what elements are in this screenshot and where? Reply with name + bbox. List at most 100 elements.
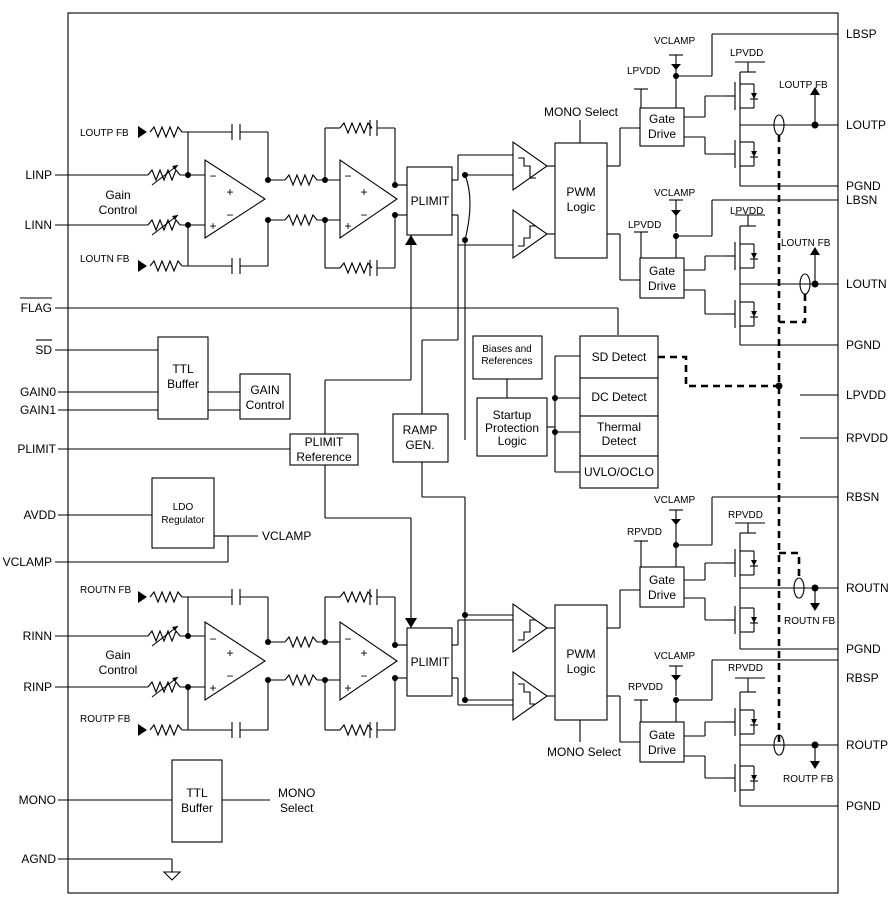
label-loutn-fb: LOUTN FB — [80, 254, 130, 265]
pwm-right-1: PWM — [566, 647, 595, 661]
rpvdd-gate-4: RPVDD — [628, 682, 663, 693]
vclamp-1: VCLAMP — [654, 36, 695, 47]
gate-drive-1a: Gate — [649, 112, 675, 126]
loutp-fb-out: LOUTP FB — [779, 80, 828, 91]
vclamp-4: VCLAMP — [654, 651, 695, 662]
pin-agnd: AGND — [21, 852, 56, 866]
startup-3: Logic — [498, 434, 527, 448]
pwm-left-2: Logic — [567, 200, 596, 214]
ttl-buffer-bottom-2: Buffer — [181, 801, 213, 815]
right-input-stage — [138, 589, 407, 738]
output-stage-rbsn — [634, 496, 838, 650]
input-stage-labels: LOUTP FB LOUTN FB ROUTN FB ROUTP FB Gain… — [80, 128, 368, 725]
pin-rinp: RINP — [23, 680, 52, 694]
plimit-ref-1: PLIMIT — [305, 435, 344, 449]
left-pin-labels: LINP LINN FLAG SD GAIN0 GAIN1 PLIMIT AVD… — [3, 168, 57, 866]
left-input-stage — [138, 120, 407, 276]
ldo-vclamp-label: VCLAMP — [262, 529, 311, 543]
startup-2: Protection — [485, 421, 539, 435]
ramp-gen-2: GEN. — [405, 438, 434, 452]
rpvdd-fet-3: RPVDD — [728, 510, 763, 521]
opamp-minus-3: − — [344, 169, 351, 183]
loutn-fb-out: LOUTN FB — [781, 238, 831, 249]
rpvdd-fet-4: RPVDD — [728, 663, 763, 674]
pin-pgnd-2: PGND — [846, 338, 881, 352]
mono-select-buffer-1: MONO — [278, 786, 315, 800]
left-pin-lines — [55, 174, 618, 881]
opamp-minus-4: − — [360, 208, 367, 222]
output-stage-lbsn — [634, 199, 838, 346]
label-gain-control-left-1: Gain — [105, 188, 130, 202]
ttl-buffer-bottom-1: TTL — [186, 786, 208, 800]
mono-select-top: MONO Select — [544, 105, 619, 119]
opamp-plus-7: + — [360, 646, 367, 660]
opamp-minus-6: − — [226, 669, 233, 683]
left-modulator — [406, 120, 640, 440]
pin-sd: SD — [35, 343, 52, 357]
pin-rpvdd: RPVDD — [846, 431, 888, 445]
thermal-1: Thermal — [597, 420, 641, 434]
thermal-2: Detect — [602, 434, 637, 448]
opamp-minus-2: − — [226, 208, 233, 222]
label-gain-control-right-1: Gain — [105, 648, 130, 662]
gate-drive-4b: Drive — [648, 743, 676, 757]
output-stage-lbsp — [634, 33, 838, 187]
pin-routn: ROUTN — [846, 581, 889, 595]
pin-rbsn: RBSN — [846, 490, 879, 504]
right-modulator — [406, 497, 640, 743]
ramp-gen-1: RAMP — [403, 423, 438, 437]
pin-pgnd-4: PGND — [846, 799, 881, 813]
ttl-buffer-top-1: TTL — [172, 362, 194, 376]
pin-rinn: RINN — [23, 629, 52, 643]
opamp-plus-3: + — [360, 185, 367, 199]
plimit-right: PLIMIT — [411, 655, 450, 669]
pin-loutp: LOUTP — [846, 118, 886, 132]
sd-detect: SD Detect — [592, 350, 647, 364]
pin-linp: LINP — [25, 168, 52, 182]
pin-mono: MONO — [19, 793, 56, 807]
pin-linn: LINN — [25, 218, 52, 232]
uvlo-oclo: UVLO/OCLO — [584, 465, 654, 479]
opamp-plus-5: + — [226, 646, 233, 660]
pin-flag: FLAG — [21, 301, 52, 315]
pin-gain1: GAIN1 — [20, 403, 56, 417]
vclamp-3: VCLAMP — [654, 495, 695, 506]
rpvdd-gate-3: RPVDD — [627, 527, 662, 538]
pin-lpvdd: LPVDD — [846, 388, 886, 402]
gain-control-block-2: Control — [246, 398, 285, 412]
pwm-right-2: Logic — [567, 662, 596, 676]
pin-lbsn: LBSN — [846, 193, 877, 207]
chip-outline — [67, 12, 839, 894]
pin-pgnd-1: PGND — [846, 179, 881, 193]
label-routn-fb: ROUTN FB — [80, 585, 131, 596]
gate-drive-3a: Gate — [649, 573, 675, 587]
pin-vclamp: VCLAMP — [3, 555, 52, 569]
plimit-ref-2: Reference — [296, 450, 352, 464]
biases-2: References — [481, 356, 532, 367]
opamp-plus-2: + — [209, 219, 216, 233]
mono-select-buffer-2: Select — [280, 801, 314, 815]
gain-control-block-1: GAIN — [250, 383, 279, 397]
opamp-plus-6: + — [209, 681, 216, 695]
gate-drive-2b: Drive — [648, 279, 676, 293]
lpvdd-gate-1: LPVDD — [627, 66, 660, 77]
center-blocks — [151, 235, 659, 843]
block-labels: PLIMIT PLIMIT PWM Logic PWM Logic MONO S… — [161, 105, 676, 815]
sense-dashed-lines — [658, 135, 807, 745]
opamp-plus: + — [226, 185, 233, 199]
pin-loutn: LOUTN — [846, 277, 887, 291]
output-stage-rbsp — [634, 659, 838, 807]
opamp-minus-8: − — [360, 669, 367, 683]
mono-select-bottom: MONO Select — [547, 745, 622, 759]
vclamp-2: VCLAMP — [654, 188, 695, 199]
label-gain-control-left-2: Control — [99, 203, 138, 217]
right-pin-labels: LBSP LOUTP PGND LBSN LOUTN PGND LPVDD RP… — [846, 27, 889, 813]
ldo-2: Regulator — [161, 515, 205, 526]
startup-1: Startup — [493, 408, 532, 422]
opamp-minus-7: − — [344, 632, 351, 646]
label-gain-control-right-2: Control — [99, 663, 138, 677]
opamp-minus: − — [209, 169, 216, 183]
label-loutp-fb: LOUTP FB — [80, 128, 129, 139]
pin-rbsp: RBSP — [846, 671, 879, 685]
label-routp-fb: ROUTP FB — [80, 714, 131, 725]
